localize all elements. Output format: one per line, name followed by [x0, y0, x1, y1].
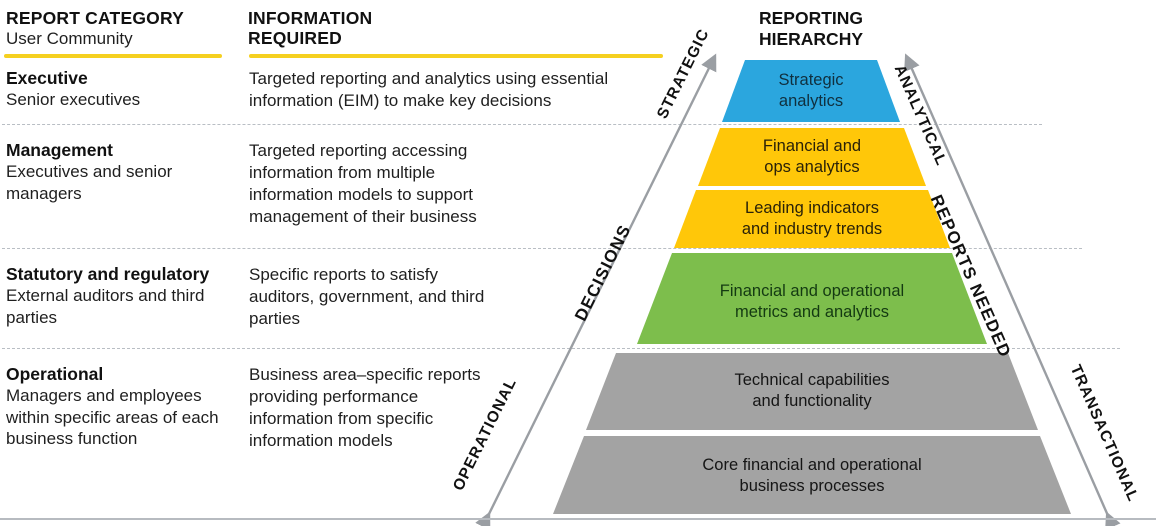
column-header-information-required: INFORMATION REQUIRED — [248, 8, 548, 48]
column-title-information-line2: REQUIRED — [248, 28, 342, 48]
column-title-report-category: REPORT CATEGORY — [6, 8, 185, 28]
band-label-line2: ops analytics — [764, 158, 860, 176]
category-body: Managers and employees within specific a… — [6, 386, 219, 448]
pyramid-band-leading-indicators[interactable]: Leading indicators and industry trends — [674, 190, 950, 248]
band-label-line1: Financial and — [762, 137, 862, 155]
category-title: Statutory and regulatory — [6, 264, 210, 284]
row-category-operational: Operational Managers and employees withi… — [6, 364, 236, 450]
band-label-line2: analytics — [778, 92, 844, 110]
pyramid-band-strategic-analytics[interactable]: Strategic analytics — [722, 60, 900, 122]
accent-rule-information — [249, 54, 663, 58]
row-divider-3 — [2, 348, 1120, 349]
column-subtitle-user-community: User Community — [6, 29, 133, 48]
row-information-statutory: Specific reports to satisfy auditors, go… — [249, 265, 485, 328]
bottom-frame-rule — [0, 518, 1156, 520]
pyramid-band-financial-operational-metrics[interactable]: Financial and operational metrics and an… — [637, 253, 987, 344]
pyramid-band-core-business-processes[interactable]: Core financial and operational business … — [553, 436, 1071, 514]
band-label-line2: and industry trends — [741, 220, 883, 238]
column-header-report-category: REPORT CATEGORY User Community — [6, 8, 236, 49]
band-label-line1: Leading indicators — [745, 199, 879, 217]
column-title-hierarchy-line2: HIERARCHY — [758, 29, 864, 49]
pyramid-band-technical-capabilities[interactable]: Technical capabilities and functionality — [586, 353, 1038, 430]
row-divider-1 — [2, 124, 1042, 125]
row-category-management: Management Executives and senior manager… — [6, 140, 234, 204]
band-label-line1: Core financial and operational — [702, 456, 922, 474]
row-information-management: Targeted reporting accessing information… — [249, 141, 477, 226]
band-label-line2: metrics and analytics — [734, 303, 890, 321]
axis-label-transactional: TRANSACTIONAL — [1066, 362, 1142, 505]
category-title: Executive — [6, 68, 88, 88]
row-category-executive: Executive Senior executives — [6, 68, 234, 111]
accent-rule-category — [4, 54, 222, 58]
column-title-information-line1: INFORMATION — [248, 8, 373, 28]
axis-label-strategic: STRATEGIC — [653, 25, 713, 122]
axis-label-decisions: DECISIONS — [571, 221, 635, 325]
band-label-line2: and functionality — [752, 392, 872, 410]
row-information-operational: Business area–specific reports providing… — [249, 365, 481, 450]
band-label-line2: business processes — [739, 477, 885, 495]
category-body: External auditors and third parties — [6, 286, 205, 327]
column-title-hierarchy-line1: REPORTING — [758, 8, 864, 28]
category-body: Senior executives — [6, 90, 141, 109]
band-label-line1: Technical capabilities — [734, 371, 890, 389]
pyramid-band-financial-ops-analytics[interactable]: Financial and ops analytics — [698, 128, 926, 186]
row-category-statutory: Statutory and regulatory External audito… — [6, 264, 242, 328]
row-information-executive: Targeted reporting and analytics using e… — [249, 69, 609, 110]
category-body: Executives and senior managers — [6, 162, 173, 203]
band-label-line1: Financial and operational — [719, 282, 905, 300]
category-title: Management — [6, 140, 113, 160]
column-header-reporting-hierarchy: REPORTING HIERARCHY — [700, 8, 922, 50]
row-divider-2 — [2, 248, 1082, 249]
band-label-line1: Strategic — [778, 71, 844, 89]
category-title: Operational — [6, 364, 104, 384]
